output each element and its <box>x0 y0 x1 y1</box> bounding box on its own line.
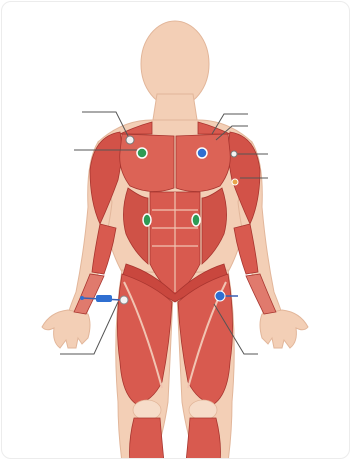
chest-left-marker <box>137 148 147 158</box>
left-knee <box>133 400 161 420</box>
right-hand <box>260 310 308 348</box>
right-shin <box>186 418 221 459</box>
right-knee <box>189 400 217 420</box>
left-hand <box>42 310 90 348</box>
left-shin <box>130 418 165 459</box>
shoulder-right-marker <box>231 151 237 157</box>
abdomen-right-marker <box>192 214 200 226</box>
chest-right-marker <box>197 148 207 158</box>
biceps-right-marker <box>232 179 238 185</box>
right-pectoral <box>176 134 230 192</box>
abdomen-left-marker <box>143 214 151 226</box>
shoulder-left-marker <box>126 136 134 144</box>
